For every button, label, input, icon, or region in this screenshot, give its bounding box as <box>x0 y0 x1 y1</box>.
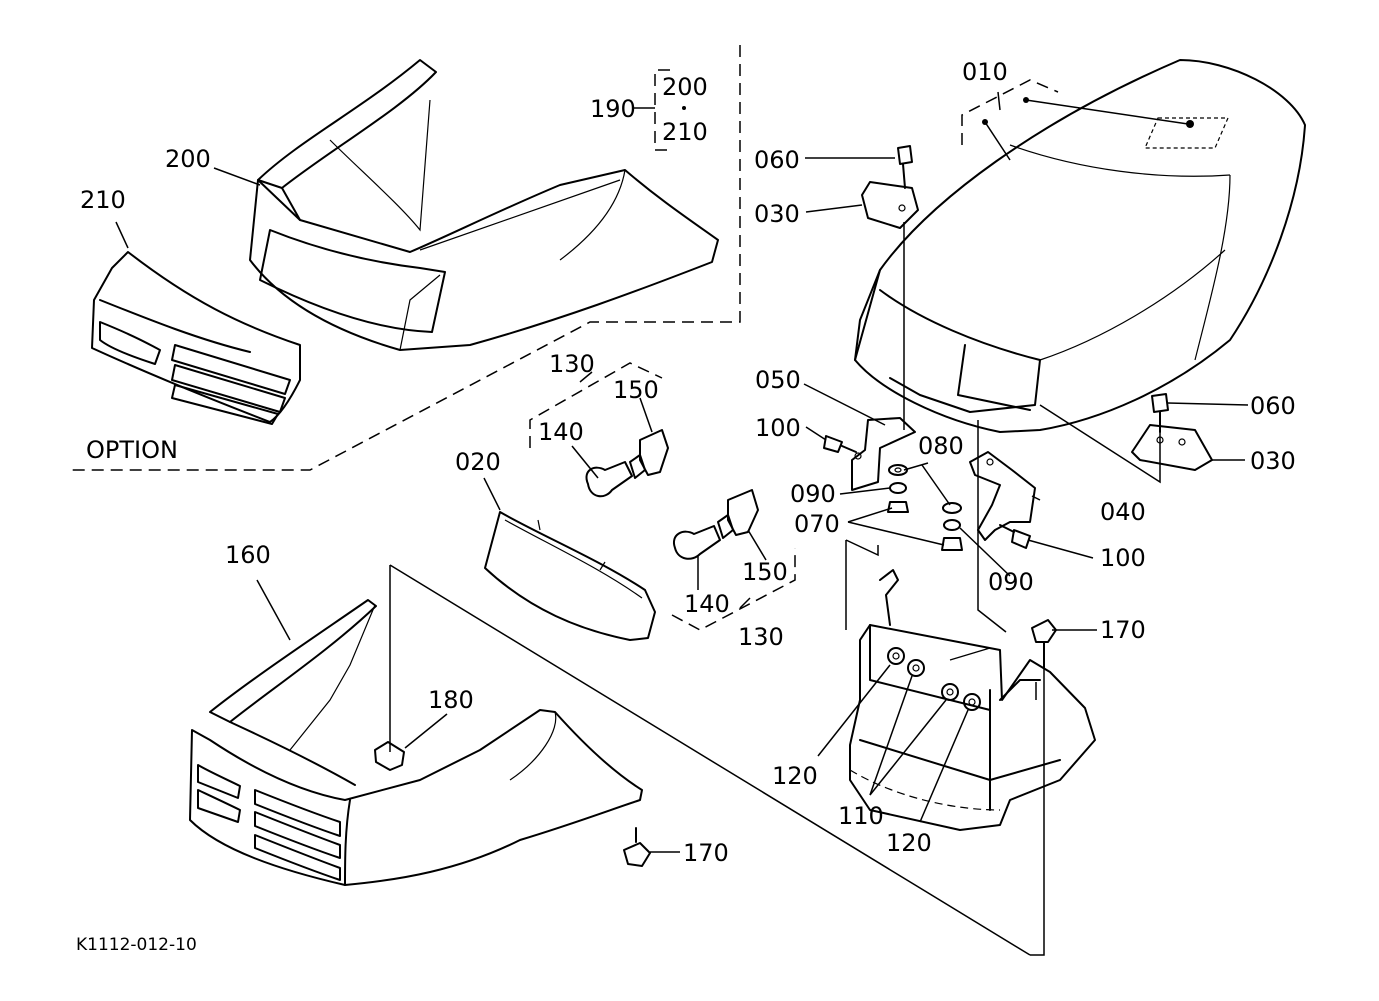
bracket-130-lower <box>671 548 796 631</box>
washer-080-left <box>888 464 908 476</box>
callout-120-right: 120 <box>886 829 932 857</box>
callout-170-upper: 170 <box>1100 616 1146 644</box>
callout-080: 080 <box>918 432 964 460</box>
nut-070-left <box>887 501 909 513</box>
bolt-060-upper <box>897 145 913 189</box>
washer-080-right <box>942 502 962 514</box>
callout-030-upper: 030 <box>754 200 800 228</box>
callout-130-upper: 130 <box>549 350 595 378</box>
reference-code: K1112-012-10 <box>76 935 197 955</box>
washer-120-right <box>963 693 981 711</box>
callout-110: 110 <box>838 802 884 830</box>
option-boundary <box>68 45 741 471</box>
callout-060-upper: 060 <box>754 146 800 174</box>
callout-200-bracket: 200 <box>662 73 708 101</box>
front-grille-160 <box>189 599 643 886</box>
callout-030-right: 030 <box>1250 447 1296 475</box>
knob-170-lower <box>623 827 651 867</box>
callout-170-lower: 170 <box>683 839 729 867</box>
option-label: OPTION <box>86 436 178 464</box>
callout-210: 210 <box>80 186 126 214</box>
bulb-140-upper <box>585 461 633 498</box>
main-hood-010 <box>854 59 1306 433</box>
callout-050: 050 <box>755 366 801 394</box>
callout-140-lower: 140 <box>684 590 730 618</box>
bolt-060-right <box>1151 393 1169 433</box>
plate-030-right <box>1131 424 1213 471</box>
callout-040: 040 <box>1100 498 1146 526</box>
callout-010: 010 <box>962 58 1008 86</box>
option-grille-210 <box>91 251 301 425</box>
callout-160: 160 <box>225 541 271 569</box>
callout-100-left: 100 <box>755 414 801 442</box>
bracket-040 <box>969 451 1036 541</box>
bracket-130-upper <box>529 362 663 448</box>
nut-070-right <box>941 537 963 551</box>
callout-070: 070 <box>794 510 840 538</box>
washer-120-left <box>887 647 905 665</box>
spacer-110-right <box>941 683 959 701</box>
socket-150-upper <box>629 429 669 479</box>
option-hood-200 <box>249 59 719 351</box>
lens-020 <box>484 511 656 641</box>
washer-090-left <box>889 482 907 494</box>
callout-100-right: 100 <box>1100 544 1146 572</box>
bolt-100-left <box>823 435 857 453</box>
callout-130-lower: 130 <box>738 623 784 651</box>
bulb-140-lower <box>672 525 721 560</box>
spacer-110-left <box>907 659 925 677</box>
washer-090-right <box>943 519 961 531</box>
callout-210-bracket: 210 <box>662 118 708 146</box>
bracket-010 <box>961 79 1059 145</box>
socket-150-lower <box>717 489 759 539</box>
callout-150-lower: 150 <box>742 558 788 586</box>
clip-180 <box>374 741 405 771</box>
callout-120-left: 120 <box>772 762 818 790</box>
callout-090-right: 090 <box>988 568 1034 596</box>
callout-180: 180 <box>428 686 474 714</box>
callout-140-upper: 140 <box>538 418 584 446</box>
frame-lower <box>849 569 1096 831</box>
callout-090-left: 090 <box>790 480 836 508</box>
callout-060-right: 060 <box>1250 392 1296 420</box>
bracket-050 <box>851 417 916 491</box>
callout-150-upper: 150 <box>613 376 659 404</box>
bracket-190 <box>654 69 670 151</box>
plate-030-upper <box>861 181 919 229</box>
callout-190: 190 <box>590 95 636 123</box>
bracket-dot <box>682 106 686 110</box>
callout-200: 200 <box>165 145 211 173</box>
bolt-100-right <box>999 524 1031 549</box>
callout-020: 020 <box>455 448 501 476</box>
knob-170-upper <box>1031 619 1057 669</box>
